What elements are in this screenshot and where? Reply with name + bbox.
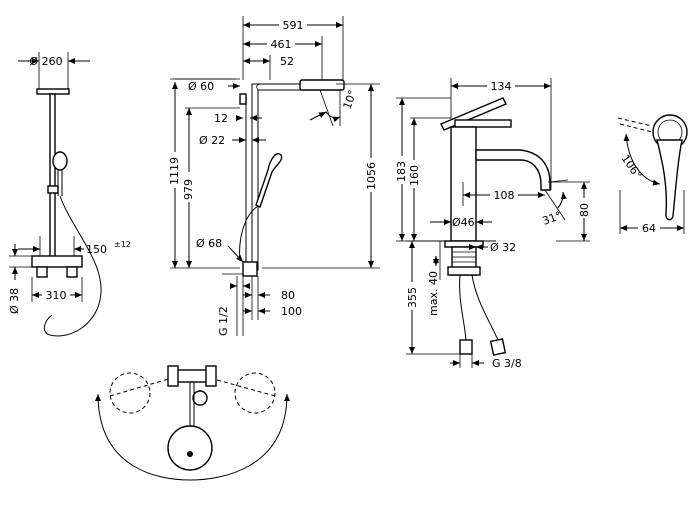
rail-height-label: 979 xyxy=(182,179,195,200)
fixing-diameter-label: Ø 32 xyxy=(490,241,516,254)
supply-hose-right xyxy=(471,274,499,341)
overhead-shower-side xyxy=(299,79,345,91)
overall-height-label: 183 xyxy=(395,161,408,182)
lever-turned-position xyxy=(617,117,653,127)
total-depth-label: 100 xyxy=(281,305,302,318)
shower-column-front-view: Ø 260 150 ±12 Ø 38 310 xyxy=(8,52,131,337)
spout-height-label: 160 xyxy=(408,165,421,186)
lever-detail-view: 106° 64 xyxy=(617,114,688,235)
head-height-label: 1056 xyxy=(365,162,378,190)
mixer-spout xyxy=(475,149,551,191)
hand-shower-holder xyxy=(47,185,59,194)
wall-gap-label: 12 xyxy=(214,112,228,125)
rail-diameter-label: Ø 22 xyxy=(199,134,225,147)
thermostat-side xyxy=(242,261,258,277)
tilt-angle-label: 10° xyxy=(341,88,360,111)
shower-rail xyxy=(49,93,56,267)
shower-plan-view xyxy=(95,365,290,481)
thread-label: G 1/2 xyxy=(217,306,230,336)
head-diameter-label: Ø 260 xyxy=(29,55,62,68)
hand-shower-head xyxy=(52,151,68,171)
spout-angle-label: 31° xyxy=(541,209,564,228)
hose-length-label: 355 xyxy=(406,287,419,308)
overhead-shower xyxy=(36,88,70,95)
shower-column-side-view: 591 461 52 Ø 60 10° 12 Ø 22 xyxy=(168,16,380,336)
pipe-diameter-label: Ø 60 xyxy=(188,80,214,93)
basin-mixer-side-view: 134 183 160 108 31° 80 xyxy=(395,78,591,370)
outlet-height-label: 80 xyxy=(578,203,591,217)
arm-reach-label: 461 xyxy=(271,38,292,51)
mixer-diameter-label: Ø 68 xyxy=(196,237,222,250)
connection-diameter-label: Ø 38 xyxy=(8,288,21,314)
basin-plate xyxy=(444,240,484,248)
swing-range-arc xyxy=(95,393,290,481)
max-thickness-label: max. 40 xyxy=(427,271,440,316)
spout-reach-label: 134 xyxy=(491,80,512,93)
total-height-label: 1119 xyxy=(168,157,181,185)
body-diameter-label: Ø46 xyxy=(452,216,475,229)
hose-thread-label: G 3/8 xyxy=(492,357,522,370)
thermostat-body xyxy=(31,255,83,268)
outlet-distance-label: 150 xyxy=(86,243,107,256)
lever-length-label: 64 xyxy=(642,222,656,235)
lever-handle-down xyxy=(656,139,683,221)
mixer-body xyxy=(450,126,477,242)
overhead-shower-plan xyxy=(167,425,213,471)
supply-hose-left xyxy=(459,274,467,341)
outlet-tolerance-label: ±12 xyxy=(114,240,131,249)
hand-shower-side xyxy=(255,153,283,208)
overall-reach-label: 591 xyxy=(283,19,304,32)
outlet-reach-label: 108 xyxy=(494,189,515,202)
head-offset-label: 52 xyxy=(280,55,294,68)
rotation-angle-label: 106° xyxy=(619,152,645,181)
centres-label: 310 xyxy=(46,289,67,302)
shower-hose xyxy=(43,195,102,337)
body-depth-label: 80 xyxy=(281,289,295,302)
